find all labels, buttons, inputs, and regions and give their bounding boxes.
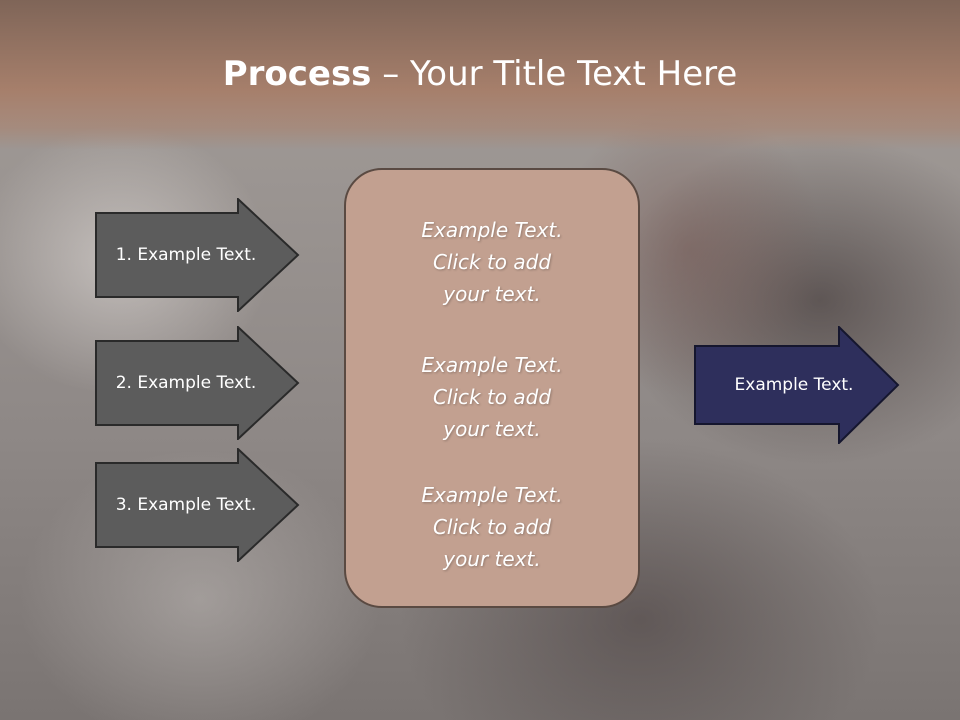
text-line: your text. (443, 282, 541, 306)
slide-title[interactable]: Process – Your Title Text Here (0, 52, 960, 96)
process-arrow-1[interactable]: 1. Example Text. (95, 198, 300, 312)
arrow-shape-icon (95, 326, 300, 440)
arrow-label: 2. Example Text. (115, 373, 257, 393)
text-line: your text. (443, 547, 541, 571)
text-line: Example Text. (421, 353, 563, 377)
text-block-1[interactable]: Example Text. Click to add your text. (346, 214, 638, 310)
arrow-label: 3. Example Text. (115, 495, 257, 515)
content-box[interactable]: Example Text. Click to add your text. Ex… (344, 168, 640, 608)
arrow-shape-icon (95, 448, 300, 562)
arrow-shape-icon (694, 326, 900, 444)
text-line: your text. (443, 417, 541, 441)
text-line: Click to add (432, 515, 552, 539)
text-line: Example Text. (421, 483, 563, 507)
title-bold: Process (222, 54, 372, 94)
arrow-shape-icon (95, 198, 300, 312)
title-bar (0, 0, 960, 150)
text-line: Click to add (432, 250, 552, 274)
process-arrow-2[interactable]: 2. Example Text. (95, 326, 300, 440)
result-arrow[interactable]: Example Text. (694, 326, 900, 444)
text-block-3[interactable]: Example Text. Click to add your text. (346, 479, 638, 575)
title-rest: – Your Title Text Here (371, 54, 738, 94)
arrow-label: 1. Example Text. (115, 245, 257, 265)
text-block-2[interactable]: Example Text. Click to add your text. (346, 349, 638, 445)
process-arrow-3[interactable]: 3. Example Text. (95, 448, 300, 562)
arrow-label: Example Text. (734, 375, 854, 395)
text-line: Example Text. (421, 218, 563, 242)
text-line: Click to add (432, 385, 552, 409)
